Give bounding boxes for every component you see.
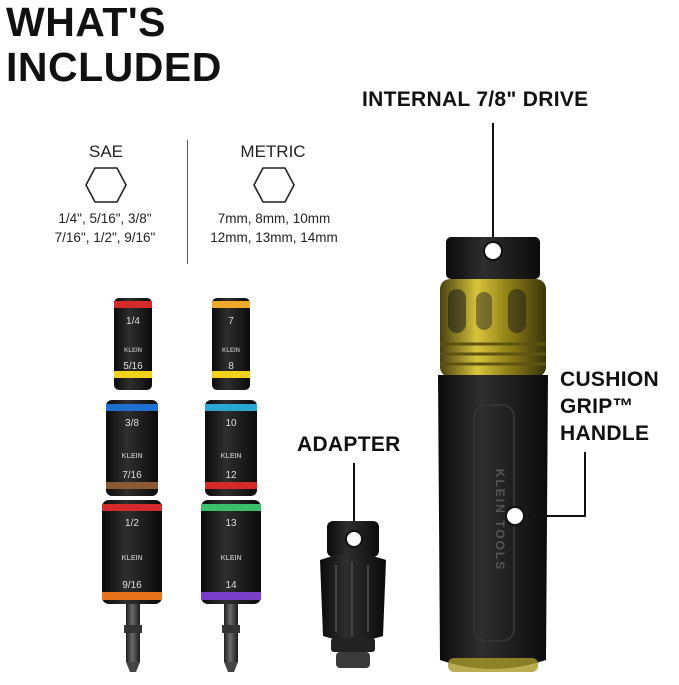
handle-brand-text: KLEIN TOOLS — [493, 469, 507, 571]
socket-label-14: 14 — [225, 580, 237, 591]
band-blue — [106, 404, 158, 411]
socket-label-12: 12 — [225, 470, 237, 481]
socket-label-10: 10 — [225, 418, 237, 429]
socket-label-8: 8 — [228, 361, 234, 372]
title-line-2: INCLUDED — [6, 44, 222, 90]
socket-label-7-16: 7/16 — [122, 470, 142, 481]
sae-hex-icon — [85, 167, 127, 203]
svg-text:KLEIN: KLEIN — [221, 555, 242, 562]
socket-label-9-16: 9/16 — [122, 580, 142, 591]
band-yellow-2 — [212, 371, 250, 378]
title-line-1: WHAT'S — [6, 0, 167, 45]
svg-text:KLEIN: KLEIN — [122, 555, 143, 562]
drive-callout-label: INTERNAL 7/8" DRIVE — [362, 88, 589, 111]
metric-socket-2 — [205, 400, 257, 496]
sae-sizes-line-2: 7/16", 1/2", 9/16" — [54, 230, 156, 245]
socket-label-13: 13 — [225, 518, 237, 529]
grip-callout-dot — [505, 506, 525, 526]
page-title: WHAT'S INCLUDED — [6, 0, 222, 90]
adapter-callout-dot — [345, 530, 363, 548]
metric-hex-icon — [253, 167, 295, 203]
metric-socket-1 — [212, 298, 250, 390]
band-red — [114, 301, 152, 308]
band-cyan — [205, 404, 257, 411]
metric-sizes-line-1: 7mm, 8mm, 10mm — [217, 211, 331, 226]
socket-label-7: 7 — [228, 316, 234, 327]
sae-socket-3 — [102, 500, 162, 604]
drive-callout-dot — [483, 241, 503, 261]
column-divider — [187, 140, 188, 264]
socket-label-1-4: 1/4 — [126, 316, 140, 327]
band-red-3 — [205, 482, 257, 489]
svg-text:KLEIN: KLEIN — [222, 348, 240, 354]
band-purple — [201, 592, 261, 600]
band-orange — [102, 592, 162, 600]
handle-grip-body — [438, 375, 548, 669]
sae-heading: SAE — [88, 142, 124, 161]
metric-socket-stack: 7 KLEIN 8 10 KLEIN 12 13 KLEIN 14 — [201, 298, 261, 672]
sae-socket-2 — [106, 400, 158, 496]
sae-sizes-line-1: 1/4", 5/16", 3/8" — [58, 211, 152, 226]
socket-label-5-16: 5/16 — [123, 361, 143, 372]
svg-text:KLEIN: KLEIN — [221, 453, 242, 460]
band-yellow — [114, 371, 152, 378]
socket-brand: KLEIN — [124, 348, 142, 354]
adapter-part — [320, 463, 386, 668]
metric-heading: METRIC — [240, 142, 306, 161]
band-brown — [106, 482, 158, 489]
sae-socket-1 — [114, 298, 152, 390]
metric-socket-3 — [201, 500, 261, 604]
svg-text:KLEIN: KLEIN — [122, 453, 143, 460]
socket-label-1-2: 1/2 — [125, 518, 139, 529]
band-gold — [212, 301, 250, 308]
sae-socket-stack: 1/4 KLEIN 5/16 3/8 KLEIN 7/16 1/2 KLEIN … — [102, 298, 162, 672]
metric-sizes-line-2: 12mm, 13mm, 14mm — [210, 230, 338, 245]
adapter-callout-label: ADAPTER — [297, 433, 401, 456]
band-green — [201, 504, 261, 511]
cushion-grip-handle: KLEIN TOOLS — [438, 123, 586, 672]
grip-callout-label: CUSHION GRIP™ HANDLE — [560, 368, 659, 445]
band-red-2 — [102, 504, 162, 511]
socket-label-3-8: 3/8 — [125, 418, 139, 429]
